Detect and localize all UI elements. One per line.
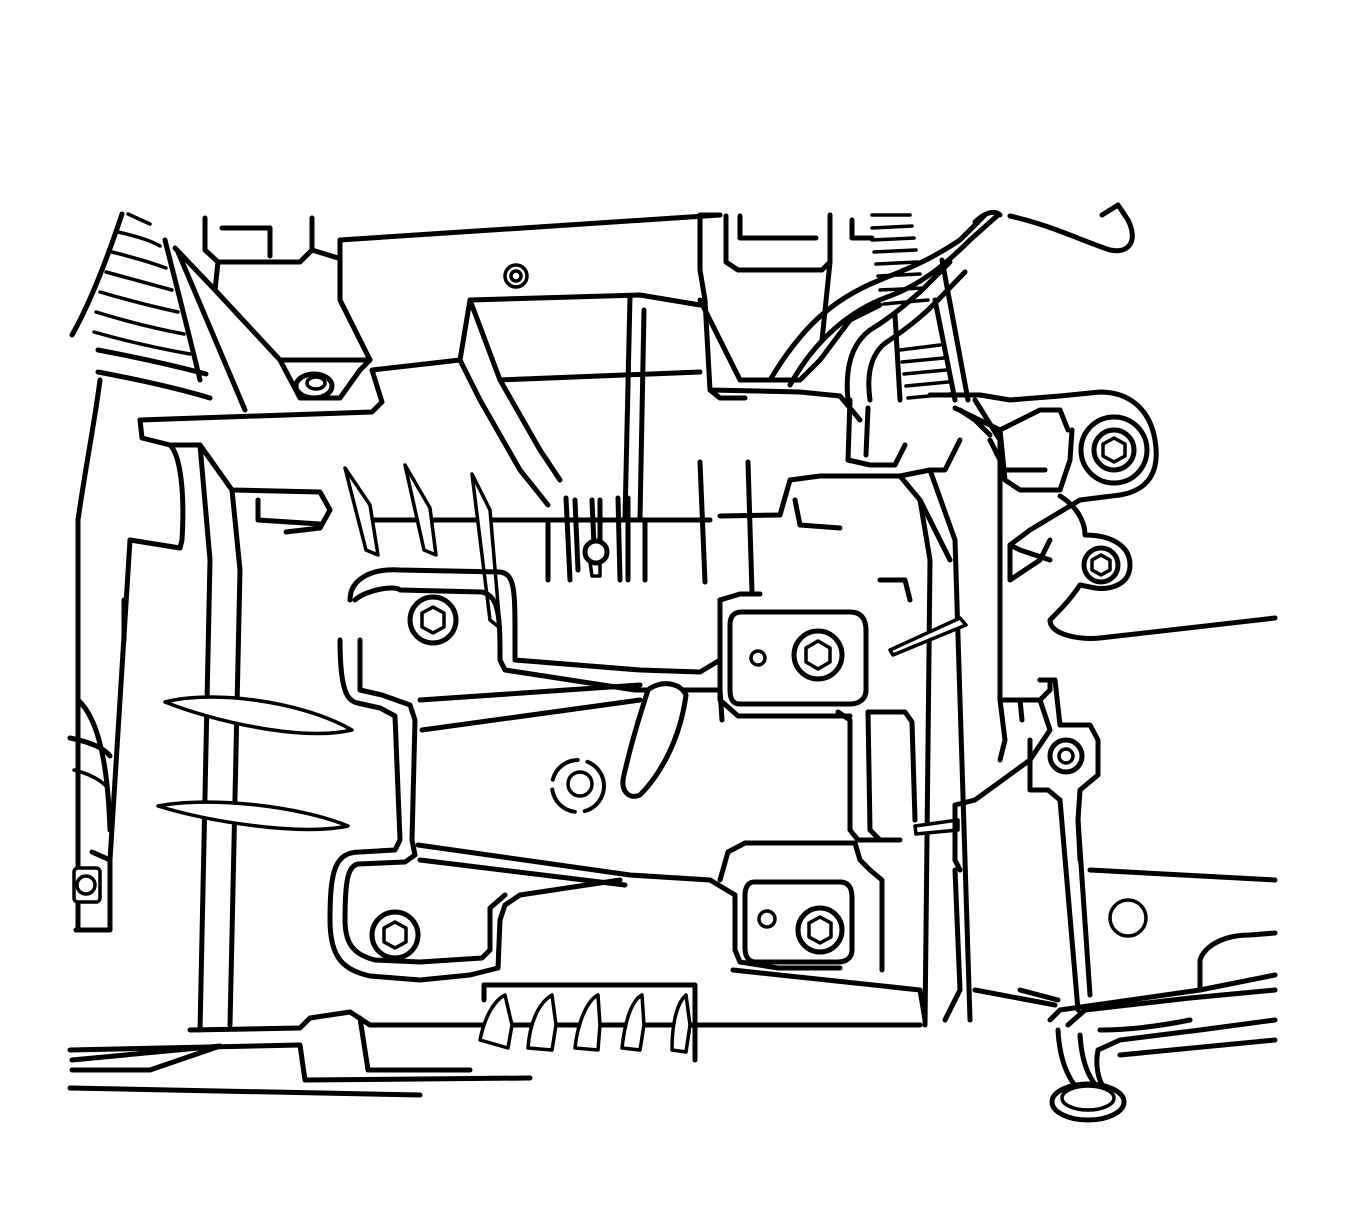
lower-right-hole (1108, 898, 1148, 938)
lower-right-brace (952, 677, 1278, 1013)
tray-bolt-upper-left (407, 594, 459, 646)
left-corrugated-hose (69, 211, 213, 401)
right-bracket-nut (1081, 545, 1121, 585)
left-panel-nut (72, 866, 102, 904)
right-lower-plate (492, 840, 928, 1028)
upper-ribs (343, 459, 755, 630)
lower-right-bolt (1047, 737, 1085, 775)
right-upper-plate (717, 597, 869, 719)
top-right-mount (697, 212, 883, 423)
tray-top-ledge (359, 293, 973, 1028)
misc-lines (497, 369, 1061, 1023)
right-channel (835, 616, 968, 843)
hold-down-track (327, 567, 763, 983)
lower-right-rail (1047, 930, 1278, 1103)
top-left-mount (172, 212, 723, 413)
hold-down-wedge (620, 681, 689, 799)
left-body-panel (67, 377, 183, 933)
top-center-bolt (503, 263, 529, 289)
tray-bolt-center (550, 758, 606, 814)
left-lens-ribs (156, 695, 354, 832)
lower-right-grommet (1049, 1081, 1127, 1123)
center-post-knob (582, 538, 610, 578)
top-right-hoses (767, 202, 1135, 468)
top-left-bolt (293, 371, 335, 401)
tray-outer-frame (67, 292, 703, 1098)
bottom-ribs (478, 982, 698, 1063)
tray-bolt-lower-left (369, 909, 421, 961)
right-bracket-bolt (1078, 414, 1150, 486)
